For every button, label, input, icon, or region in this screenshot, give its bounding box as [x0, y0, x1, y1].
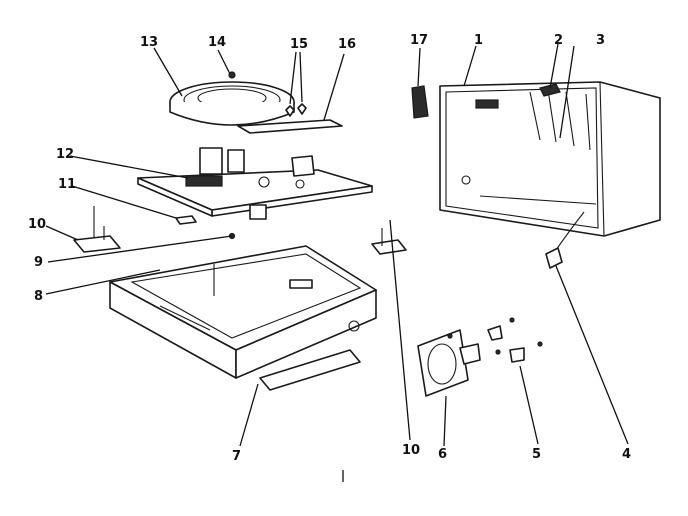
base-cabinet	[109, 245, 377, 391]
callout-12: 12	[56, 147, 74, 162]
callout-16: 16	[338, 37, 356, 52]
callout-14: 14	[208, 35, 226, 50]
screws	[285, 103, 307, 117]
pad	[175, 215, 197, 225]
callout-11: 11	[58, 177, 76, 192]
callout-2: 2	[554, 33, 563, 48]
slide-rail	[159, 305, 211, 331]
mounting-bracket-right	[371, 228, 407, 255]
control-knob	[411, 85, 429, 119]
turntable-platter	[169, 81, 295, 126]
callout-8: 8	[34, 289, 43, 304]
callout-6: 6	[438, 447, 447, 462]
mounting-bracket-left	[73, 206, 121, 253]
callout-5: 5	[532, 447, 541, 462]
spindle	[228, 71, 236, 79]
line-cord-plug	[545, 211, 585, 269]
callout-15: 15	[290, 37, 308, 52]
changer-mechanism-plate	[137, 147, 373, 220]
callout-1: 1	[474, 33, 483, 48]
callout-17: 17	[410, 33, 428, 48]
callout-10-bottom: 10	[402, 443, 420, 458]
callout-7: 7	[232, 449, 241, 464]
lid-cover	[439, 81, 661, 237]
leader-lines	[45, 43, 629, 482]
trim-strip	[237, 119, 343, 134]
callouts: 13 14 15 16 17 1 2 3 12 11 10 9 8 7 10 6…	[28, 33, 631, 464]
speaker-clips	[447, 317, 543, 363]
callout-9: 9	[34, 255, 43, 270]
callout-4: 4	[622, 447, 631, 462]
speaker	[417, 329, 481, 397]
callout-3: 3	[596, 33, 605, 48]
callout-13: 13	[140, 35, 158, 50]
callout-10-left: 10	[28, 217, 46, 232]
